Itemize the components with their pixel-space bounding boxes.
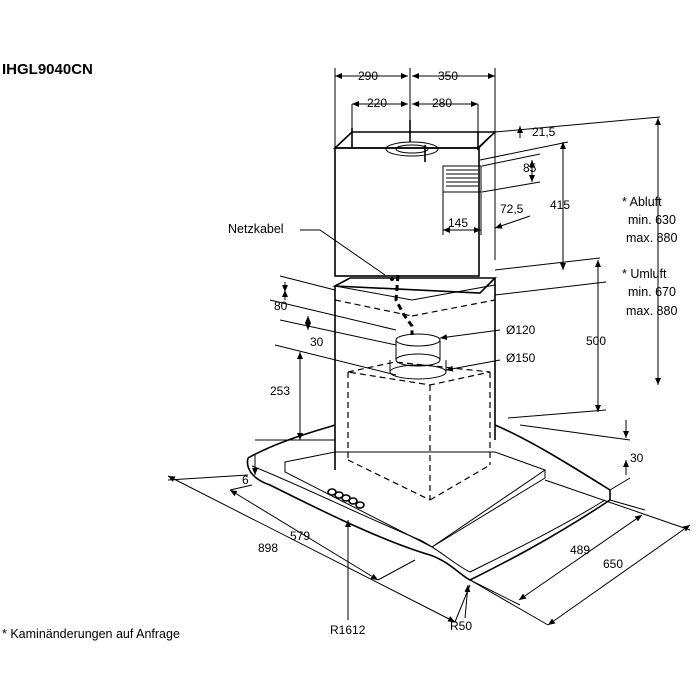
- dim-diameter-150: Ø150: [506, 351, 536, 365]
- radius-1612: R1612: [330, 623, 366, 637]
- dim-579: 579: [290, 529, 310, 543]
- dim-350: 350: [438, 69, 458, 83]
- vent-grille: [446, 169, 478, 187]
- dim-72-5: 72,5: [500, 202, 524, 216]
- dim-6: 6: [242, 473, 249, 487]
- abluft-title: * Abluft: [622, 195, 662, 209]
- chimney-upper: [332, 120, 498, 277]
- umluft-min: min. 670: [628, 285, 676, 299]
- dim-898: 898: [258, 541, 278, 555]
- umluft-max: max. 880: [626, 304, 677, 318]
- chimney-lower: [332, 277, 497, 470]
- dim-290: 290: [358, 69, 378, 83]
- control-button: [348, 497, 358, 505]
- control-button: [355, 501, 365, 509]
- dim-415: 415: [550, 198, 570, 212]
- control-panel: [327, 488, 365, 509]
- dim-280: 280: [432, 96, 452, 110]
- radius-50: R50: [450, 619, 472, 633]
- dim-650: 650: [603, 557, 623, 571]
- power-cable-leader: [300, 229, 386, 276]
- dim-30-top: 30: [310, 335, 324, 349]
- model-title: IHGL9040CN: [2, 61, 93, 78]
- glass-canopy: [246, 424, 611, 581]
- dim-489: 489: [570, 543, 590, 557]
- motor-housing: [347, 361, 491, 501]
- footnote: * Kaminänderungen auf Anfrage: [2, 627, 180, 641]
- dim-500: 500: [586, 334, 606, 348]
- abluft-max: max. 880: [626, 231, 677, 245]
- netzkabel-label: Netzkabel: [228, 222, 284, 236]
- dim-80: 80: [274, 299, 288, 313]
- dim-21-5: 21,5: [532, 125, 556, 139]
- abluft-min: min. 630: [628, 213, 676, 227]
- dim-diameter-120: Ø120: [506, 323, 536, 337]
- dim-30-bottom: 30: [630, 451, 644, 465]
- dim-220: 220: [367, 96, 387, 110]
- dim-253: 253: [270, 384, 290, 398]
- dim-85: 85: [523, 161, 537, 175]
- umluft-title: * Umluft: [622, 267, 667, 281]
- power-cable: [394, 274, 414, 335]
- dim-145: 145: [448, 216, 468, 230]
- air-outlet-collar: [389, 333, 447, 380]
